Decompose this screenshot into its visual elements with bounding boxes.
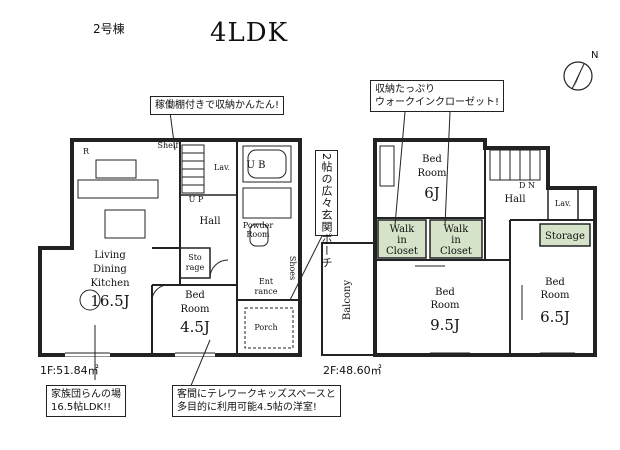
wic-callout-line2: ウォークインクローゼット! <box>375 97 500 108</box>
entrance-label: Ent <box>259 277 274 286</box>
storage-1f-label-2: rage <box>186 263 205 272</box>
bed-c-size: 6.5J <box>540 308 570 326</box>
room-callout-line1: 客間にテレワークキッズスペースと <box>177 389 336 400</box>
bed-b-size: 9.5J <box>430 316 460 334</box>
shelf-label: Shelf <box>158 141 180 150</box>
floor2-room-labels: Bed Room 6J Bed Room 9.5J Bed Room 6.5J … <box>342 154 585 334</box>
wic-a-box <box>377 219 427 259</box>
bed-c-room: Room <box>540 290 570 301</box>
compass <box>563 61 593 91</box>
callout-leaders <box>94 111 451 389</box>
powder-room-label: Powder <box>243 221 274 230</box>
shelf-callout: 稼働棚付きで収納かんたん! <box>150 96 285 115</box>
room-callout-line2: 多目的に利用可能4.5帖の洋室! <box>177 402 317 413</box>
up-label: U P <box>189 195 204 204</box>
bedroom-1f-room: Room <box>180 304 210 315</box>
wic-a-label-3: Closet <box>386 246 418 257</box>
ldk-callout: 家族団らんの場 16.5帖LDK!! <box>46 385 126 417</box>
balcony-label: Balcony <box>342 280 353 321</box>
wic-callout-line1: 収納たっぷり <box>375 84 435 95</box>
lav-1f-label: Lav. <box>214 163 230 172</box>
kitchen-label: Kitchen <box>90 278 130 289</box>
shelf-callout-text: 稼働棚付きで収納かんたん! <box>155 100 280 111</box>
wic-b-label-3: Closet <box>440 246 472 257</box>
wic-a-label-2: in <box>397 235 407 246</box>
bedroom-1f-label: Bed <box>185 290 205 301</box>
storage-2f-box <box>539 223 591 247</box>
hall-2f-label: Hall <box>504 194 525 205</box>
floor1-plan <box>38 138 302 357</box>
living-label: Living <box>94 250 126 261</box>
wic-b-label-2: in <box>451 235 461 246</box>
ldk-size: 16.5J <box>90 292 129 310</box>
building-number: 2号棟 <box>93 22 125 36</box>
floor2-area: 2F:48.60㎡ <box>323 364 382 377</box>
lav-2f-label: Lav. <box>555 199 571 208</box>
bed-a-label: Bed <box>422 154 442 165</box>
floor1-room-labels: Living Dining Kitchen 16.5J Bed Room 4.5… <box>83 141 297 336</box>
floor1-area: 1F:51.84㎡ <box>40 364 99 377</box>
wic-b-box <box>429 219 483 259</box>
dn-label: D N <box>519 181 535 190</box>
bed-a-size: 6J <box>424 184 440 202</box>
storage-2f-label: Storage <box>545 231 585 242</box>
storage-1f-label: Sto <box>188 253 202 262</box>
ub-label: U B <box>247 160 266 171</box>
bed-a-room: Room <box>417 168 447 179</box>
hall-1f-label: Hall <box>199 216 220 227</box>
ldk-callout-line2: 16.5帖LDK!! <box>51 402 112 413</box>
ldk-callout-line1: 家族団らんの場 <box>51 389 121 400</box>
bed-b-room: Room <box>430 300 460 311</box>
layout-type-title: 4LDK <box>210 18 289 48</box>
bed-c-label: Bed <box>545 277 565 288</box>
wic-callout: 収納たっぷり ウォークインクローゼット! <box>370 80 505 112</box>
bed-b-label: Bed <box>435 287 455 298</box>
floor2-plan <box>321 138 597 357</box>
entrance-callout-text: 2帖の広々玄関ポーチ <box>320 153 333 269</box>
room-callout: 客間にテレワークキッズスペースと 多目的に利用可能4.5帖の洋室! <box>172 385 341 417</box>
entrance-label-2: rance <box>255 287 278 296</box>
shoes-label: Shoes <box>288 256 297 280</box>
powder-room-label-2: Room <box>246 230 270 239</box>
r-label: R <box>83 147 90 156</box>
dining-label: Dining <box>93 264 127 275</box>
compass-north-label: N <box>591 50 599 61</box>
entrance-callout: 2帖の広々玄関ポーチ <box>315 150 338 269</box>
bedroom-1f-size: 4.5J <box>180 318 210 336</box>
wic-b-label: Walk <box>444 224 470 235</box>
porch-label: Porch <box>254 323 277 332</box>
wic-a-label: Walk <box>390 224 416 235</box>
